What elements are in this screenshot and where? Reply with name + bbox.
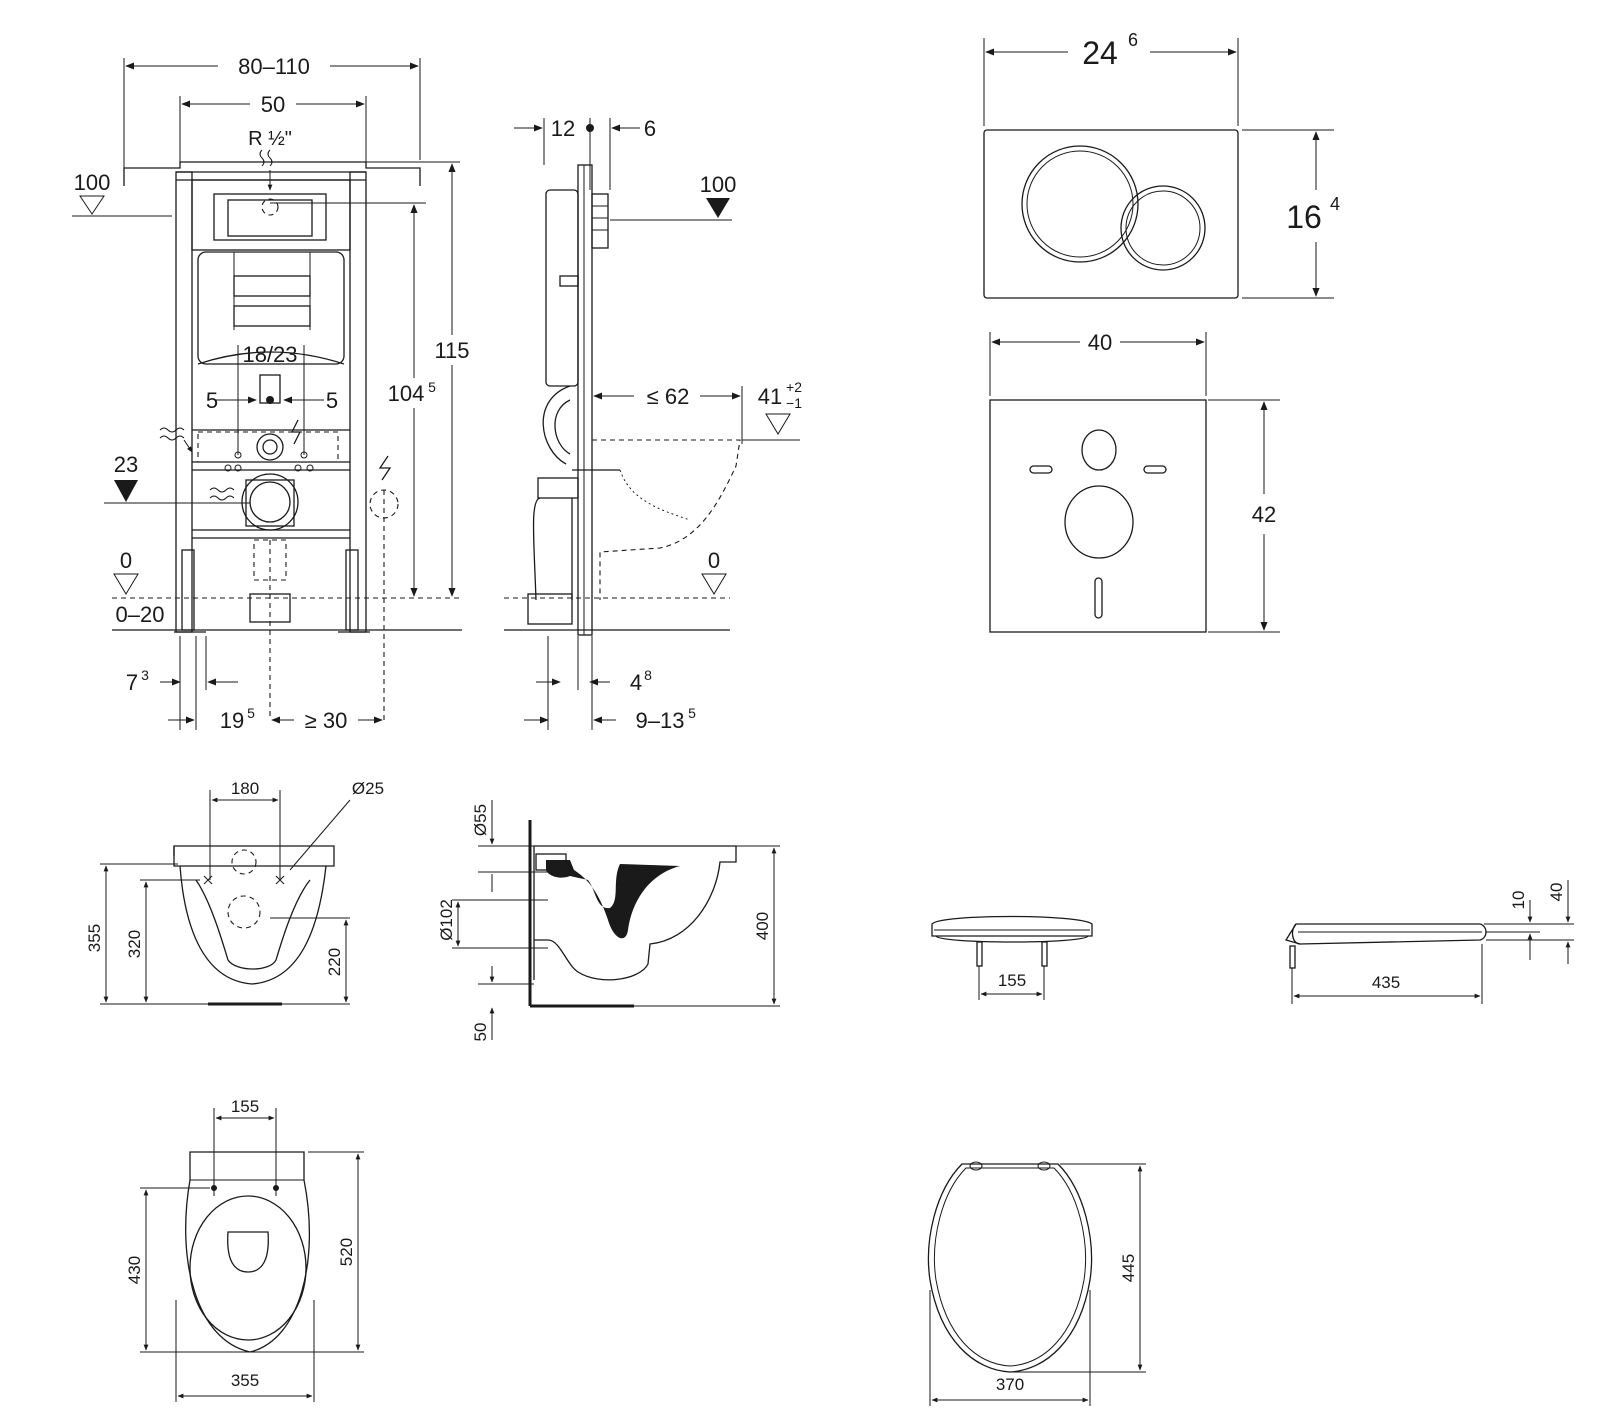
offset-left-label: 5 (206, 388, 218, 413)
top-depth-inner-label: 430 (125, 1256, 144, 1284)
seat-front-view: 155 (931, 915, 1093, 1000)
frame-width-range-label: 80–110 (238, 54, 310, 79)
inlet-diameter-label: Ø55 (471, 804, 490, 836)
gasket-height-label: 42 (1252, 502, 1276, 527)
seat-top-width-label: 370 (996, 1375, 1024, 1394)
seat-thickness-b-label: 40 (1547, 883, 1566, 902)
max-depth-label: ≤ 62 (647, 384, 690, 409)
foot-offset-label: 7 (126, 670, 138, 695)
bowl-height-c-label: 220 (325, 948, 344, 976)
min-side-label: ≥ 30 (305, 708, 348, 733)
connection-label: R ½" (248, 128, 292, 150)
bowl-side-view: Ø55 Ø102 400 50 (437, 800, 780, 1041)
button-height-sup: 4 (1330, 194, 1340, 214)
hole-diameter-label: Ø25 (352, 779, 384, 798)
frame-front-view: 80–110 50 R ½" GEBERIT 18/23 (72, 54, 470, 733)
frame-side-view: 12 6 100 ≤ 62 41 +2 −1 (504, 116, 802, 733)
bowl-tol-minus: −1 (786, 395, 802, 411)
button-width-sup: 6 (1128, 30, 1138, 50)
top-width-label: 355 (231, 1371, 259, 1390)
bowl-height-a-label: 355 (85, 924, 104, 952)
frame-width-label: 50 (261, 92, 285, 117)
depth-a-label: 12 (551, 116, 575, 141)
top-depth-total-label: 520 (337, 1238, 356, 1266)
gasket-view: 40 42 (989, 330, 1280, 633)
floor-level-label: 0 (120, 548, 132, 573)
brand-label: GEBERIT (248, 312, 297, 324)
seat-hinge-spacing-label: 155 (998, 971, 1026, 990)
power-outlet-icon (378, 455, 392, 481)
bowl-height-b-label: 320 (125, 930, 144, 958)
bolt-spacing-label: 18/23 (242, 342, 297, 367)
bowl-bolt-spacing-label: 180 (231, 779, 259, 798)
height-main-label: 104 (388, 381, 425, 406)
height-main-sup: 5 (428, 379, 436, 395)
foot-offset-sup: 3 (141, 667, 149, 683)
bowl-bottom-label: 50 (471, 1023, 490, 1042)
bowl-side-height-label: 400 (753, 912, 772, 940)
floor-range-label: 0–20 (116, 602, 165, 627)
bowl-top-view: 155 430 520 355 (125, 1097, 364, 1402)
top-bolt-spacing-label: 155 (231, 1097, 259, 1116)
axis-offset-label: 19 (220, 708, 244, 733)
seat-thickness-a-label: 10 (1509, 891, 1528, 910)
flush-button-view: 24 6 16 4 (983, 30, 1340, 299)
bowl-height-label: 41 (758, 384, 782, 409)
power-icon (290, 419, 302, 445)
side-floor-label: 0 (708, 548, 720, 573)
drain-height-label: 23 (114, 452, 138, 477)
bowl-front-view: 180 Ø25 355 320 220 (85, 779, 384, 1006)
side-level-100-label: 100 (700, 172, 737, 197)
bowl-tol-plus: +2 (786, 379, 802, 395)
water-pipe-icon (159, 427, 185, 433)
bottom-a-label: 4 (630, 670, 642, 695)
bottom-b-label: 9–13 (636, 708, 685, 733)
seat-side-view: 435 10 40 (1284, 880, 1574, 1004)
height-total-label: 115 (434, 338, 469, 363)
outlet-diameter-label: Ø102 (437, 899, 456, 941)
seat-length-label: 435 (1372, 973, 1400, 992)
depth-b-label: 6 (644, 116, 656, 141)
level-100-label: 100 (74, 170, 111, 195)
offset-right-label: 5 (326, 388, 338, 413)
gasket-width-label: 40 (1088, 330, 1112, 355)
seat-top-length-label: 445 (1119, 1254, 1138, 1282)
button-height-label: 16 (1286, 199, 1322, 235)
seat-top-view: 445 370 (927, 1161, 1146, 1406)
axis-offset-sup: 5 (247, 705, 255, 721)
bottom-b-sup: 5 (688, 705, 696, 721)
bottom-a-sup: 8 (644, 667, 652, 683)
button-width-label: 24 (1082, 35, 1118, 71)
